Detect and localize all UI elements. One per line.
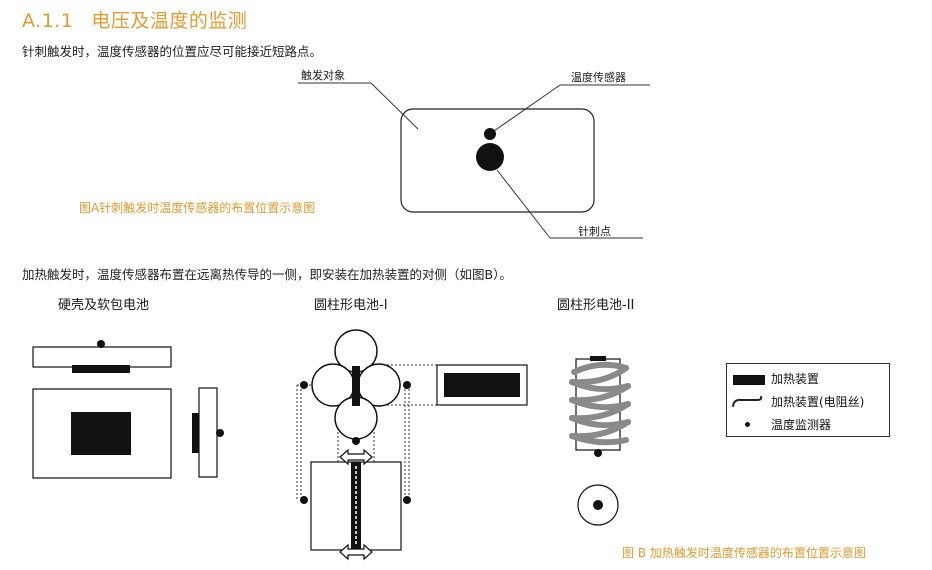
section-title: 电压及温度的监测	[91, 10, 248, 32]
heater-core-top	[352, 366, 360, 406]
legend-box: 加热装置 加热装置(电阻丝) 温度监测器	[726, 363, 890, 437]
pouch-top-view-body	[32, 346, 172, 368]
pouch-cell-diagram	[32, 340, 224, 479]
callout-needle-point: 针刺点	[578, 225, 611, 238]
temperature-sensor-dot	[484, 128, 496, 140]
needle-point-dot	[476, 143, 504, 171]
subtitle-cylindrical-1: 圆柱形电池-I	[314, 298, 388, 313]
intro-heating-text: 加热触发时，温度传感器布置在远离热传导的一侧，即安装在加热装置的对侧（如图B）。	[22, 267, 512, 282]
cylindrical-1-diagram	[296, 329, 528, 561]
heating-wire-coil	[569, 361, 631, 446]
heating-wire-icon	[732, 396, 763, 407]
heater-block-side-box	[444, 373, 520, 397]
heater-block-icon	[733, 375, 765, 385]
heater-block-front	[71, 412, 131, 455]
sensor-dot-front-left	[300, 496, 308, 504]
intro-needle-text: 针刺触发时，温度传感器的位置应尽可能接近短路点。	[22, 44, 323, 59]
sensor-dot-icon	[745, 422, 750, 427]
callout-temperature-sensor: 温度传感器	[571, 71, 626, 84]
figure-a-needle-diagram	[298, 82, 650, 239]
cylindrical-2-diagram	[569, 356, 631, 526]
trigger-target-rect	[400, 108, 595, 213]
sensor-dot-cyl2-center	[593, 500, 603, 510]
sensor-dot-right	[403, 381, 411, 389]
callout-trigger-target: 触发对象	[301, 69, 345, 82]
callout-line-needle	[496, 169, 551, 239]
double-arrow-bottom	[339, 543, 373, 561]
sensor-dot-top	[97, 340, 105, 348]
figure-a-caption: 图A针刺触发时温度传感器的布置位置示意图	[79, 201, 316, 215]
heater-block-side	[192, 413, 199, 453]
pouch-side-view-body	[198, 387, 218, 478]
section-number: A.1.1	[22, 10, 74, 32]
heater-block-top	[72, 365, 130, 373]
callout-line-sensor	[493, 84, 561, 132]
sensor-dot-bottom	[352, 437, 360, 445]
subtitle-pouch-cell: 硬壳及软包电池	[58, 298, 150, 313]
subtitle-cylindrical-2: 圆柱形电池-II	[557, 298, 635, 313]
sensor-dot-front-right	[403, 496, 411, 504]
cylinder-cap	[590, 356, 606, 361]
sensor-dot-side	[216, 429, 224, 437]
double-arrow-top	[339, 448, 373, 466]
sensor-dot-left	[300, 381, 308, 389]
section-heading: A.1.1 电压及温度的监测	[22, 6, 247, 33]
callout-line-target	[370, 82, 419, 130]
figure-b-caption: 图 B 加热触发时温度传感器的布置位置示意图	[622, 546, 866, 560]
sensor-dot-cyl2-bottom	[594, 449, 602, 457]
